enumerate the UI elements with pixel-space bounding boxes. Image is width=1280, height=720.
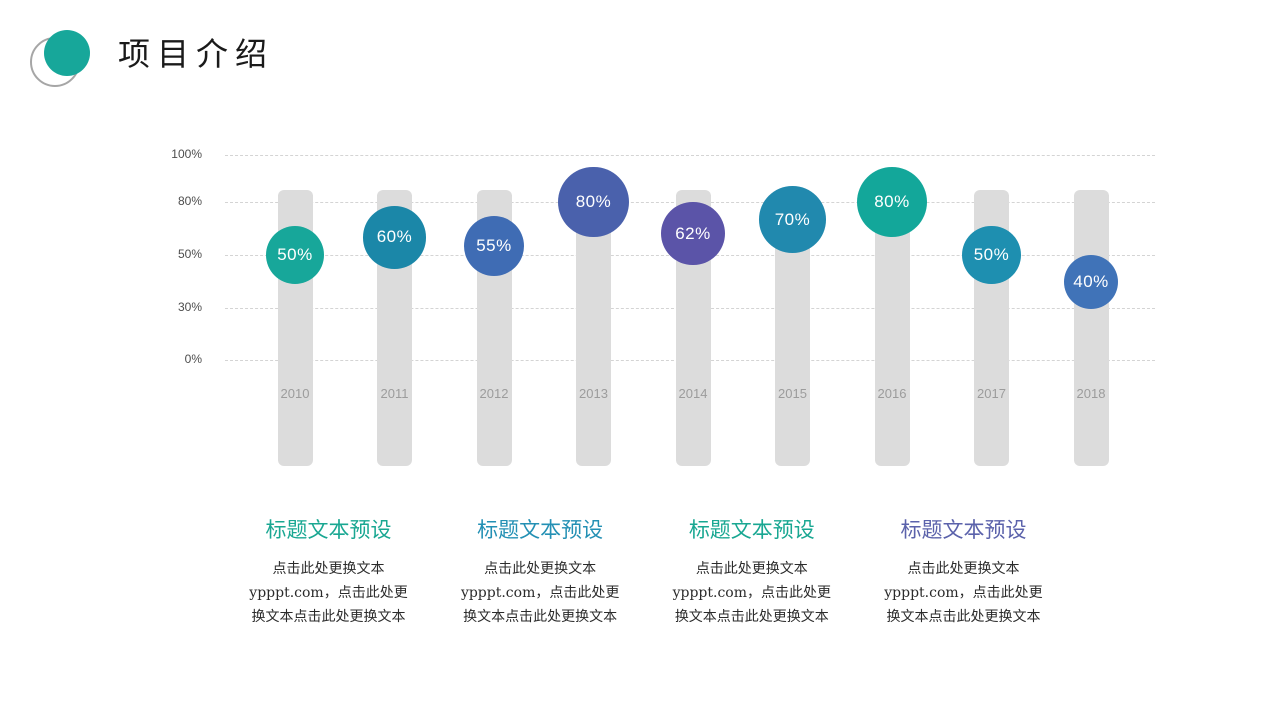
y-axis-tick-label: 30% xyxy=(177,300,202,314)
data-bubble-label: 55% xyxy=(476,236,512,256)
data-bubble-label: 62% xyxy=(675,223,711,243)
column-title: 标题文本预设 xyxy=(688,518,815,542)
data-bubble[interactable]: 40% xyxy=(1064,254,1118,309)
y-axis-tick-label: 0% xyxy=(184,352,202,366)
data-bubble-label: 40% xyxy=(1073,271,1109,291)
x-axis-tick-label: 2018 xyxy=(1076,386,1106,401)
text-column: 标题文本预设点击此处更换文本ypppt.com，点击此处更换文本点击此处更换文本 xyxy=(448,515,633,685)
y-axis-tick-label: 80% xyxy=(177,194,202,208)
column-title: 标题文本预设 xyxy=(477,518,604,542)
circle-filled-icon xyxy=(44,30,90,76)
y-axis-tick-label: 50% xyxy=(177,247,202,261)
page-title: 项目介绍 xyxy=(118,35,275,73)
data-bubble[interactable]: 80% xyxy=(558,166,629,238)
text-column: 标题文本预设点击此处更换文本ypppt.com，点击此处更换文本点击此处更换文本 xyxy=(659,515,844,685)
data-bubble-label: 60% xyxy=(376,227,413,247)
column-title: 标题文本预设 xyxy=(900,518,1027,542)
data-bubble[interactable]: 62% xyxy=(661,202,725,266)
data-bubble-label: 70% xyxy=(774,209,811,229)
text-column: 标题文本预设点击此处更换文本ypppt.com，点击此处更换文本点击此处更换文本 xyxy=(871,515,1056,685)
x-axis-tick-label: 2012 xyxy=(479,386,509,401)
column-body-text: 点击此处更换文本ypppt.com，点击此处更换文本点击此处更换文本 xyxy=(460,561,620,625)
x-axis-tick-label: 2017 xyxy=(977,386,1006,401)
data-bubble-label: 80% xyxy=(874,191,910,211)
data-bubble[interactable]: 80% xyxy=(856,166,928,238)
x-axis-tick-label: 2014 xyxy=(678,386,708,401)
y-axis: 100% 80% 50% 30% 0% xyxy=(82,0,202,500)
gridline xyxy=(225,155,1155,156)
x-axis-tick-label: 2015 xyxy=(778,386,807,401)
slide-header: 项目介绍 xyxy=(0,0,1280,112)
column-body-text: 点击此处更换文本ypppt.com，点击此处更换文本点击此处更换文本 xyxy=(884,561,1043,625)
bar-track xyxy=(1073,190,1109,466)
column-title: 标题文本预设 xyxy=(265,518,392,542)
y-axis-tick-label: 100% xyxy=(171,147,202,161)
data-bubble-label: 80% xyxy=(575,191,612,211)
x-axis-tick-label: 2016 xyxy=(877,386,907,401)
x-axis-tick-label: 2013 xyxy=(579,386,608,401)
column-body-text: 点击此处更换文本ypppt.com，点击此处更换文本点击此处更换文本 xyxy=(672,561,832,625)
column-body-text: 点击此处更换文本ypppt.com，点击此处更换文本点击此处更换文本 xyxy=(249,561,408,625)
bubble-bar-chart: 100% 80% 50% 30% 0% 2010 2011 2012 2013 2014 2015… xyxy=(82,0,1155,500)
x-axis-tick-label: 2010 xyxy=(280,386,310,401)
data-bubble[interactable]: 50% xyxy=(962,225,1021,285)
text-columns: 标题文本预设点击此处更换文本ypppt.com，点击此处更换文本点击此处更换文本… xyxy=(236,515,1056,685)
data-bubble[interactable]: 60% xyxy=(363,206,426,269)
data-bubble[interactable]: 55% xyxy=(463,216,525,277)
data-bubble[interactable]: 70% xyxy=(759,186,826,253)
x-axis-tick-label: 2011 xyxy=(380,386,409,401)
logo-mark xyxy=(30,30,98,88)
data-bubble[interactable]: 50% xyxy=(265,225,325,285)
data-bubble-label: 50% xyxy=(277,244,313,264)
text-column: 标题文本预设点击此处更换文本ypppt.com，点击此处更换文本点击此处更换文本 xyxy=(236,515,421,685)
data-bubble-label: 50% xyxy=(973,244,1010,264)
